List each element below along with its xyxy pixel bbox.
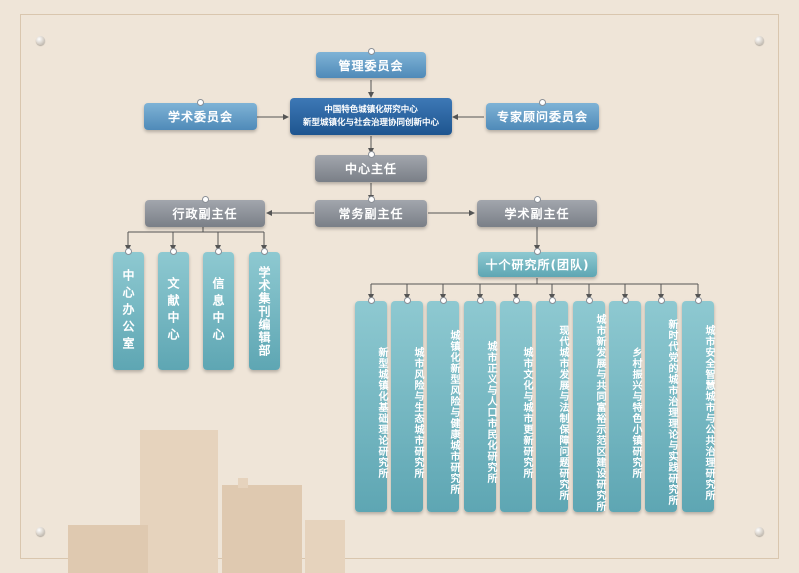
institute-box: 城市正义与人口市民化研究所 <box>464 297 496 512</box>
connector-dot <box>367 151 375 158</box>
background-building <box>68 525 148 573</box>
background-building <box>222 485 302 573</box>
background-building <box>238 478 248 488</box>
background-building <box>140 430 218 573</box>
center-title-line2: 新型城镇化与社会治理协同创新中心 <box>302 117 439 128</box>
admin-unit-box: 信息中心 <box>203 248 234 370</box>
connector-dot <box>539 99 546 106</box>
connector-dot <box>512 297 520 304</box>
connector-dot <box>548 297 556 304</box>
connector-dot <box>125 248 132 255</box>
admin-unit-box: 文献中心 <box>158 248 189 370</box>
management-committee-box: 管理委员会 <box>316 48 426 78</box>
connector-dot <box>215 248 222 255</box>
connector-dot <box>657 297 665 304</box>
exec-deputy-label: 常务副主任 <box>338 207 404 221</box>
connector-dot <box>261 248 268 255</box>
director-box: 中心主任 <box>315 151 427 182</box>
connector-dot <box>533 196 541 203</box>
institutes-header-label: 十个研究所(团队) <box>485 258 590 272</box>
admin-deputy-box: 行政副主任 <box>145 196 265 227</box>
pin <box>755 527 764 536</box>
institute-label: 城市新发展与共同富裕示范区建设研究所 <box>594 313 605 512</box>
connector-dot <box>367 48 375 55</box>
institute-label: 城市风险与生态城市研究所 <box>412 346 423 479</box>
institute-box: 乡村振兴与特色小镇研究所 <box>609 297 641 512</box>
connector-dot <box>621 297 629 304</box>
expert-advisory-committee-label: 专家顾问委员会 <box>496 110 588 124</box>
admin-unit-label: 文献中心 <box>166 277 180 345</box>
admin-unit-box: 中心办公室 <box>113 248 144 370</box>
connector-dot <box>367 196 375 203</box>
connector-dot <box>403 297 411 304</box>
institute-label: 现代城市发展与法制保障问题研究所 <box>557 324 568 501</box>
institute-box: 城镇化新型风险与健康城市研究所 <box>427 297 459 512</box>
institute-box: 城市文化与城市更新研究所 <box>500 297 532 512</box>
admin-unit-box: 学术集刊编辑部 <box>249 248 280 370</box>
institute-label: 城市文化与城市更新研究所 <box>521 346 532 479</box>
institute-box: 新型城镇化基础理论研究所 <box>355 297 387 512</box>
academic-deputy-box: 学术副主任 <box>477 196 597 227</box>
admin-unit-label: 学术集刊编辑部 <box>257 265 271 357</box>
connector-dot <box>585 297 593 304</box>
connector-dot <box>476 297 484 304</box>
academic-deputy-label: 学术副主任 <box>504 207 570 221</box>
institute-box: 现代城市发展与法制保障问题研究所 <box>536 297 568 512</box>
institute-box: 城市风险与生态城市研究所 <box>391 297 423 512</box>
institute-label: 城市安全智慧城市与公共治理研究所 <box>703 324 714 501</box>
background-building <box>305 520 345 573</box>
institute-label: 乡村振兴与特色小镇研究所 <box>630 346 641 479</box>
connector-dot <box>534 248 541 255</box>
institute-label: 新时代党的城市治理理论与实践研究所 <box>666 319 677 506</box>
management-committee-label: 管理委员会 <box>338 58 404 73</box>
institute-box: 新时代党的城市治理理论与实践研究所 <box>645 297 677 512</box>
director-label: 中心主任 <box>344 162 397 176</box>
pin <box>36 36 45 45</box>
institutes-header-box: 十个研究所(团队) <box>478 248 597 277</box>
institute-label: 城镇化新型风险与健康城市研究所 <box>448 330 459 495</box>
institute-label: 城市正义与人口市民化研究所 <box>485 341 496 484</box>
academic-committee-box: 学术委员会 <box>144 99 257 130</box>
institute-label: 新型城镇化基础理论研究所 <box>376 346 387 479</box>
exec-deputy-box: 常务副主任 <box>315 196 427 227</box>
connector-dot <box>694 297 702 304</box>
connector-dot <box>439 297 447 304</box>
connector-dot <box>201 196 209 203</box>
admin-unit-label: 信息中心 <box>211 277 225 345</box>
institute-box: 城市新发展与共同富裕示范区建设研究所 <box>573 297 605 512</box>
institute-box: 城市安全智慧城市与公共治理研究所 <box>682 297 714 512</box>
admin-unit-label: 中心办公室 <box>121 268 135 354</box>
academic-committee-label: 学术委员会 <box>167 110 233 124</box>
board-frame <box>20 14 779 559</box>
admin-deputy-label: 行政副主任 <box>172 207 238 221</box>
center-box: 中国特色城镇化研究中心 新型城镇化与社会治理协同创新中心 <box>290 98 452 135</box>
connector-dot <box>197 99 204 106</box>
connector-dot <box>170 248 177 255</box>
center-title-line1: 中国特色城镇化研究中心 <box>324 104 418 115</box>
expert-advisory-committee-box: 专家顾问委员会 <box>486 99 599 130</box>
pin <box>36 527 45 536</box>
pin <box>755 36 764 45</box>
connector-dot <box>367 297 375 304</box>
